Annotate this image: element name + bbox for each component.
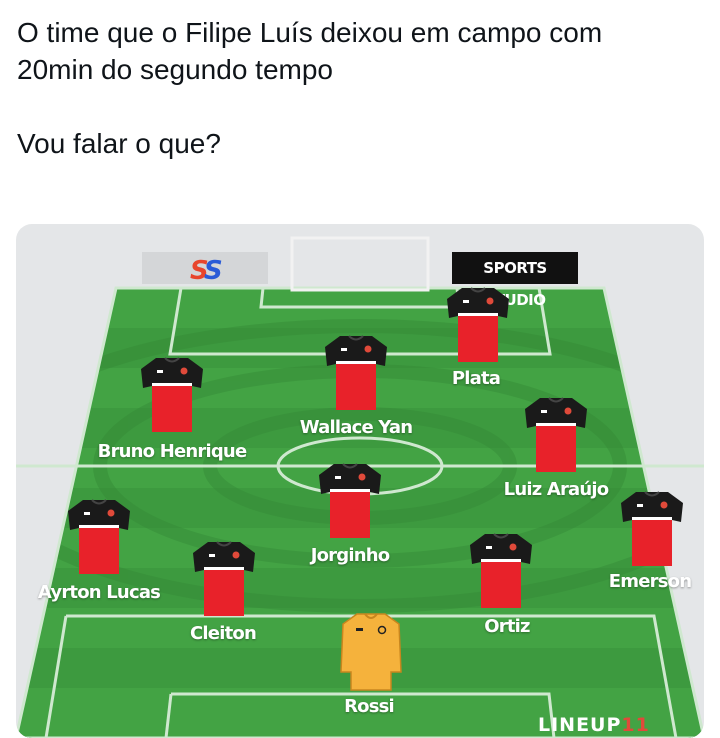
tweet-line-2: 20min do segundo tempo bbox=[17, 54, 333, 85]
jersey-icon bbox=[68, 499, 130, 574]
player-name: Ayrton Lucas bbox=[37, 582, 161, 603]
lineup11-watermark: LINEUP11 bbox=[538, 714, 650, 736]
player-name: Wallace Yan bbox=[299, 417, 413, 438]
player-name: Cleiton bbox=[190, 623, 257, 644]
player-name: Bruno Henrique bbox=[97, 441, 248, 462]
football-pitch bbox=[16, 236, 704, 738]
player-name: Jorginho bbox=[310, 545, 390, 566]
tweet-text: O time que o Filipe Luís deixou em campo… bbox=[17, 14, 707, 162]
player-name: Emerson bbox=[608, 571, 692, 592]
jersey-icon bbox=[525, 397, 587, 472]
jersey-icon bbox=[470, 533, 532, 608]
svg-text:S: S bbox=[190, 256, 209, 284]
player-name: Luiz Araújo bbox=[503, 479, 610, 500]
tweet-line-3: Vou falar o que? bbox=[17, 128, 221, 159]
jersey-icon bbox=[319, 463, 381, 538]
player-name: Rossi bbox=[344, 696, 395, 717]
goalkeeper-jersey-icon bbox=[340, 613, 402, 691]
jersey-icon bbox=[141, 357, 203, 432]
svg-text:S: S bbox=[204, 256, 223, 284]
jersey-icon bbox=[621, 491, 683, 566]
jersey-icon bbox=[447, 287, 509, 362]
watermark-accent: 11 bbox=[621, 714, 650, 736]
sports-studio-badge: SPORTS STUDIO bbox=[452, 252, 578, 309]
sports-studio-logo: S S bbox=[142, 252, 268, 286]
watermark-main: LINEUP bbox=[538, 714, 622, 736]
player-name: Plata bbox=[451, 368, 501, 389]
jersey-icon bbox=[193, 541, 255, 616]
ss-logo-icon: S S bbox=[190, 256, 223, 286]
player-name: Ortiz bbox=[484, 616, 530, 637]
tweet-line-1: O time que o Filipe Luís deixou em campo… bbox=[17, 17, 603, 48]
jersey-icon bbox=[325, 335, 387, 410]
